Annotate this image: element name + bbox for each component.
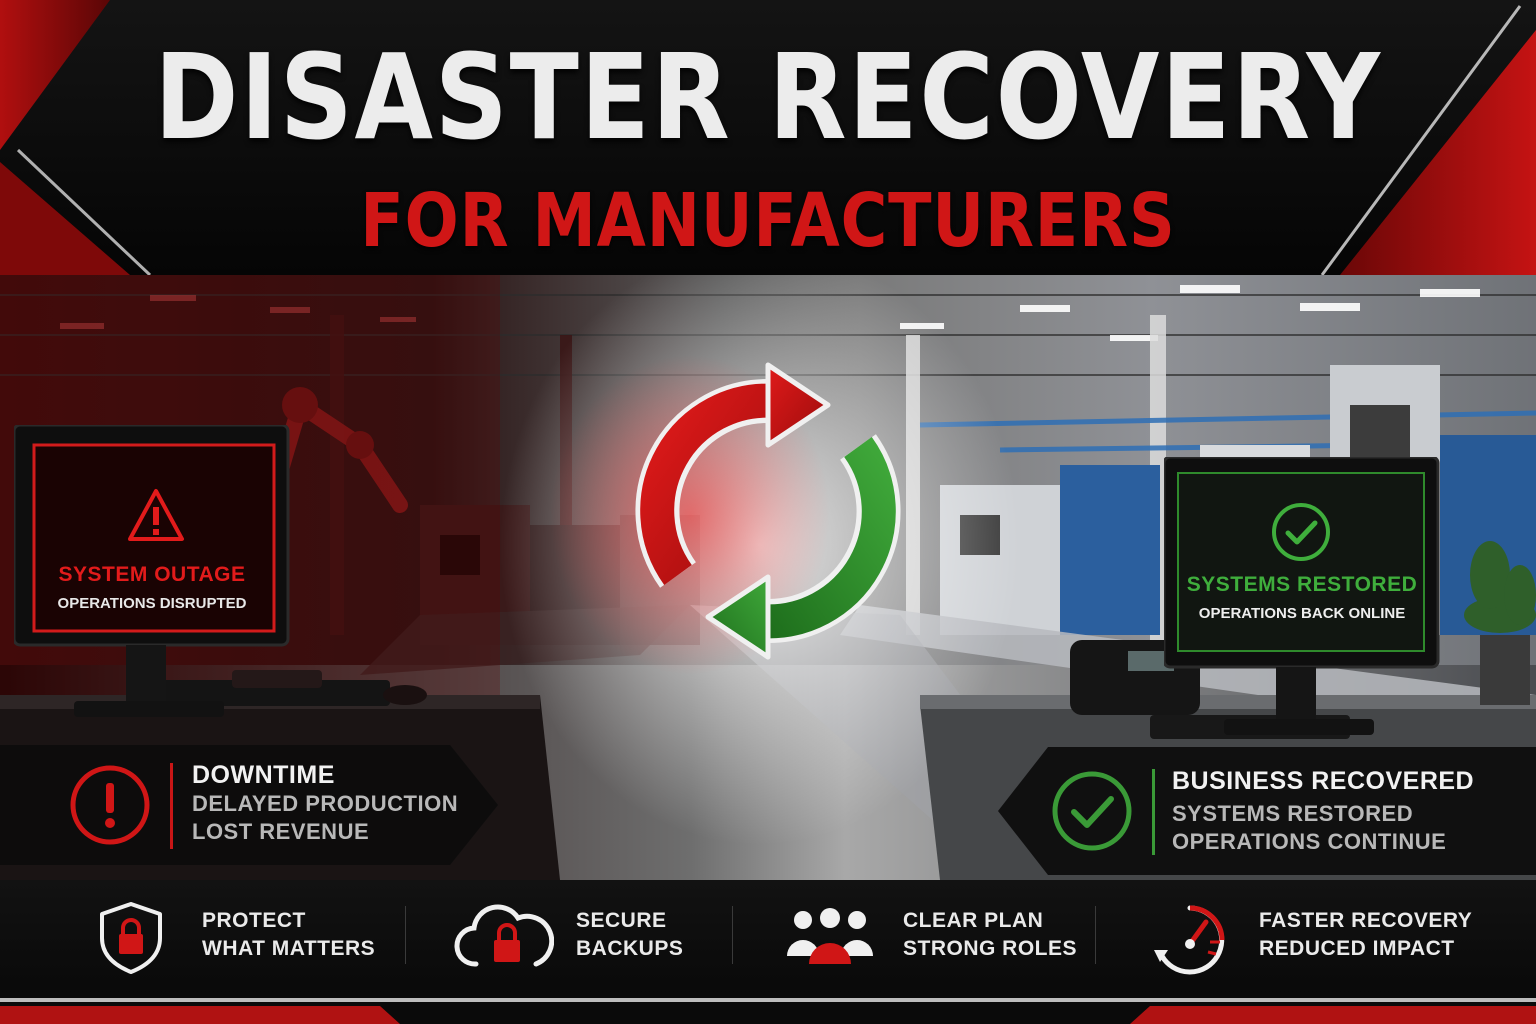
header-left-red-wedge (0, 162, 130, 275)
header-decoration (0, 0, 1536, 275)
feature-backups-line-2: BACKUPS (576, 937, 684, 960)
feature-plan-line-2: STRONG ROLES (903, 937, 1078, 960)
recovered-line-2: OPERATIONS CONTINUE (1172, 829, 1447, 854)
outage-title: SYSTEM OUTAGE (58, 563, 246, 586)
header-banner: DISASTER RECOVERY FOR MANUFACTURERS (0, 0, 1536, 275)
downtime-line-1: DELAYED PRODUCTION (192, 791, 459, 816)
feature-plan: CLEAR PLAN STRONG ROLES (733, 880, 1095, 990)
feature-recovery: FASTER RECOVERY REDUCED IMPACT (1096, 880, 1536, 990)
feature-backups-line-1: SECURE (576, 909, 667, 932)
footer-divider (1095, 906, 1096, 964)
header-right-silver-line (1320, 5, 1522, 275)
outage-monitor: SYSTEM OUTAGE OPERATIONS DISRUPTED (14, 425, 290, 725)
feature-plan-line-1: CLEAR PLAN (903, 909, 1044, 932)
page-subtitle: FOR MANUFACTURERS (360, 178, 1176, 264)
factory-scene: SYSTEM OUTAGE OPERATIONS DISRUPTED SYSTE… (0, 275, 1536, 880)
cloud-lock-icon (454, 904, 554, 967)
sync-arrows-icon (635, 362, 901, 660)
header-left-red-corner (0, 0, 110, 150)
exclamation-circle-icon (70, 765, 150, 845)
features-footer: PROTECT WHAT MATTERS SECURE BACKUPS (0, 880, 1536, 1024)
downtime-line-2: LOST REVENUE (192, 819, 370, 844)
outage-subtitle: OPERATIONS DISRUPTED (57, 595, 247, 612)
footer-accent-band (0, 992, 1536, 1024)
feature-backups: SECURE BACKUPS (406, 880, 732, 990)
page-title: DISASTER RECOVERY (154, 28, 1382, 166)
header-right-red-wedge (1340, 30, 1536, 275)
recovered-title: BUSINESS RECOVERED (1172, 767, 1475, 795)
warning-triangle-icon (128, 489, 184, 541)
recovered-line-1: SYSTEMS RESTORED (1172, 801, 1414, 826)
footer-divider (405, 906, 406, 964)
feature-recovery-line-2: REDUCED IMPACT (1259, 937, 1455, 960)
stopwatch-icon (1154, 905, 1225, 975)
recovered-panel: BUSINESS RECOVERED SYSTEMS RESTORED OPER… (998, 747, 1536, 875)
feature-protect-line-2: WHAT MATTERS (202, 937, 376, 960)
shield-lock-icon (100, 902, 162, 974)
restored-subtitle: OPERATIONS BACK ONLINE (1198, 605, 1406, 622)
footer-divider (732, 906, 733, 964)
check-circle-icon (1272, 503, 1330, 561)
feature-protect-line-1: PROTECT (202, 909, 306, 932)
restored-monitor: SYSTEMS RESTORED OPERATIONS BACK ONLINE (1164, 457, 1440, 747)
restored-title: SYSTEMS RESTORED (1186, 573, 1418, 596)
downtime-title: DOWNTIME (192, 761, 335, 789)
feature-protect: PROTECT WHAT MATTERS (0, 880, 405, 990)
header-left-silver-line (16, 148, 152, 275)
downtime-panel: DOWNTIME DELAYED PRODUCTION LOST REVENUE (0, 745, 500, 865)
feature-recovery-line-1: FASTER RECOVERY (1259, 909, 1473, 932)
team-icon (787, 908, 873, 964)
check-circle-icon (1052, 771, 1132, 851)
